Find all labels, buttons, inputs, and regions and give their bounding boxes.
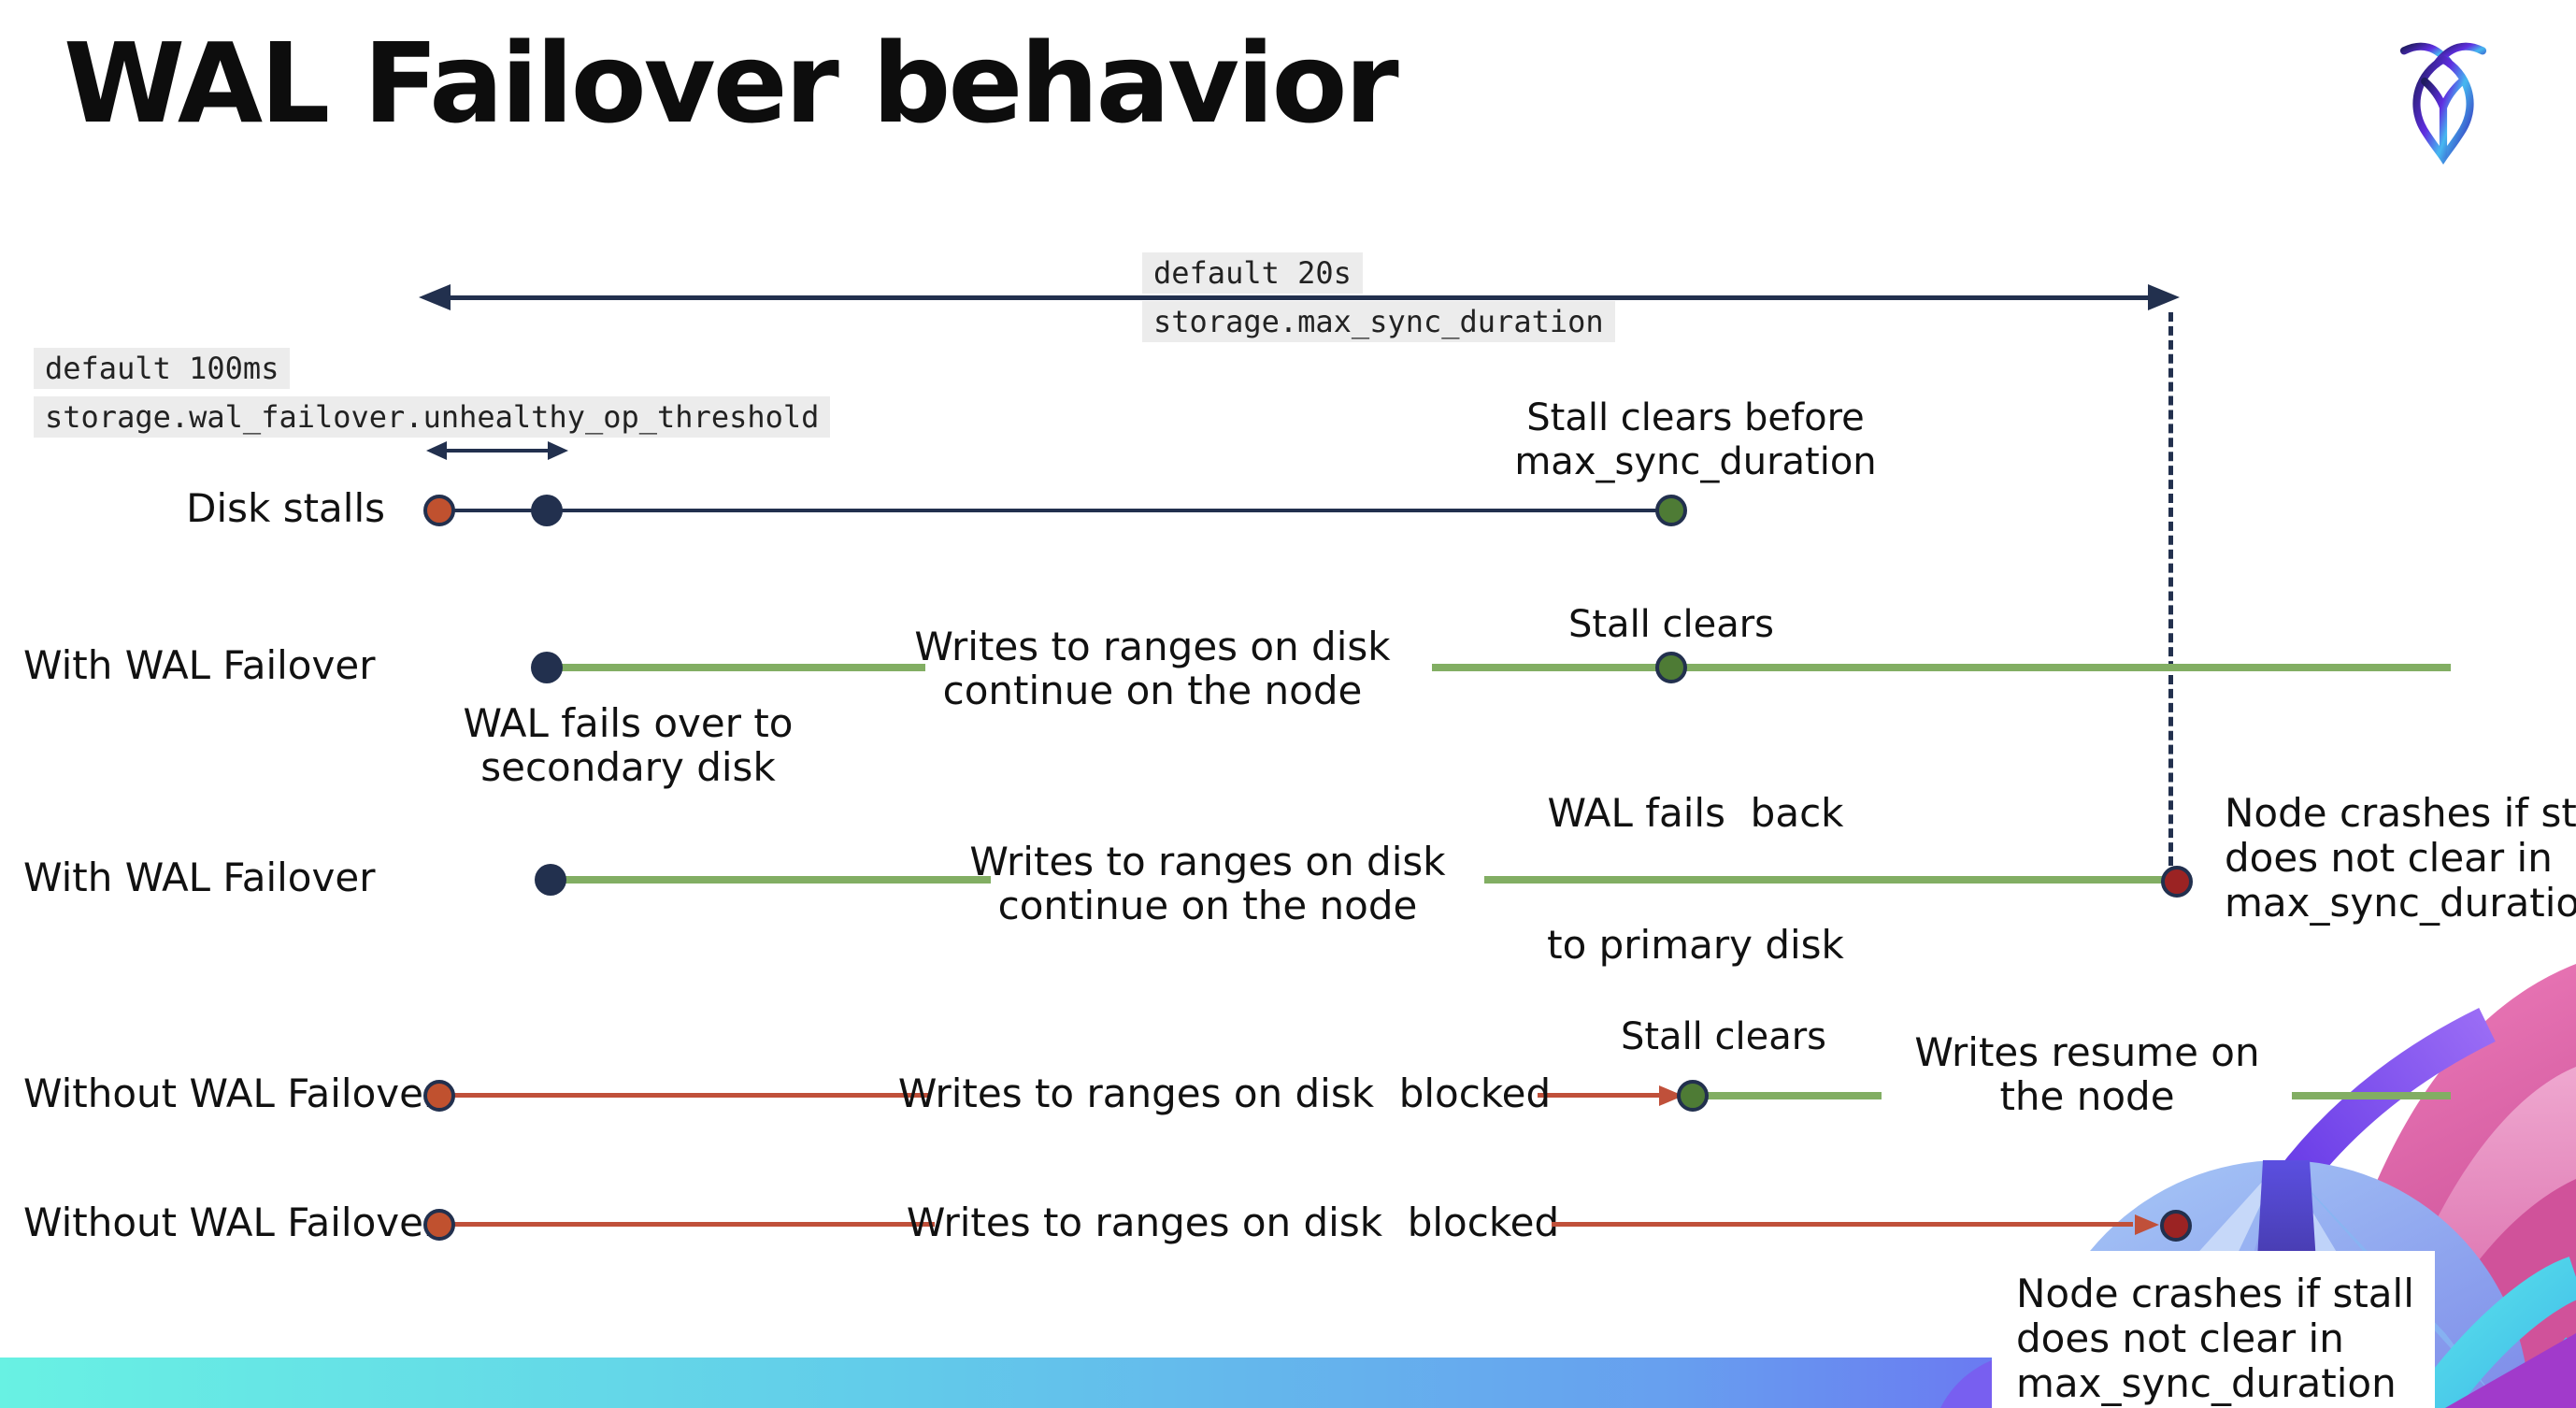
stall-start-dot-row4 <box>423 1080 455 1112</box>
row5-red-segment-2 <box>1552 1222 2133 1227</box>
row-label-with-wal-failover-2: With WAL Failover <box>23 855 376 900</box>
page-title: WAL Failover behavior <box>64 19 1399 148</box>
caption-writes-blocked-row4: Writes to ranges on disk blocked <box>897 1070 1552 1116</box>
caption-node-crashes-row3: Node crashes if stall does not clear in … <box>2225 790 2576 926</box>
failover-dot-row2 <box>531 652 563 683</box>
crash-dot-row5 <box>2160 1210 2192 1242</box>
threshold-arrow-right-head-icon <box>548 441 568 460</box>
stall-clear-dot-row2 <box>1655 652 1687 683</box>
row4-green-segment-1 <box>1708 1092 1882 1099</box>
caption-writes-blocked-row5: Writes to ranges on disk blocked <box>906 1200 1560 1245</box>
row2-green-segment-1 <box>555 664 925 671</box>
row4-red-segment-1 <box>454 1093 930 1098</box>
failover-threshold-dot <box>531 495 563 526</box>
callout-max-sync-default: default 20s <box>1142 252 1363 294</box>
threshold-arrow-left-head-icon <box>426 441 447 460</box>
callout-threshold-default: default 100ms <box>34 348 291 389</box>
disk-stall-start-dot <box>423 495 455 526</box>
row4-red-segment-2 <box>1538 1093 1663 1098</box>
callout-max-sync-setting: storage.max_sync_duration <box>1142 301 1615 342</box>
row-label-disk-stalls: Disk stalls <box>186 485 385 531</box>
stall-start-dot-row5 <box>423 1209 455 1241</box>
crash-dot-row3 <box>2161 866 2193 898</box>
dashed-connector <box>2168 312 2173 866</box>
row5-red-arrow-head-icon <box>2135 1214 2159 1235</box>
caption-writes-resume: Writes resume on the node <box>1914 1029 2260 1119</box>
threshold-arrow-line <box>443 449 548 453</box>
caption-writes-continue-row3: Writes to ranges on disk continue on the… <box>969 839 1446 928</box>
caption-wal-fails-back: WAL fails back to primary disk <box>1547 790 1844 968</box>
caption-stall-clears-row4: Stall clears <box>1620 1015 1827 1058</box>
caption-stall-clears-row2: Stall clears <box>1567 603 1775 646</box>
row5-red-segment-1 <box>454 1222 935 1227</box>
row-label-without-wal-failover-1: Without WAL Failover <box>23 1070 440 1116</box>
caption-wal-fails-over: WAL fails over to secondary disk <box>463 700 794 790</box>
caption-writes-continue-row2: Writes to ranges on disk continue on the… <box>914 624 1391 713</box>
crash-note-box: Node crashes if stall does not clear in … <box>1992 1251 2435 1408</box>
disk-stalls-timeline <box>439 509 1671 512</box>
row2-green-segment-2 <box>1432 664 2451 671</box>
max-sync-arrow-left-head-icon <box>419 284 451 310</box>
row4-green-segment-2 <box>2292 1092 2451 1099</box>
row-label-without-wal-failover-2: Without WAL Failover <box>23 1200 440 1245</box>
stall-clear-dot-row1 <box>1655 495 1687 526</box>
stall-clear-dot-row4 <box>1677 1080 1709 1112</box>
row3-green-segment-2 <box>1484 876 2177 884</box>
max-sync-arrow-right-head-icon <box>2148 284 2180 310</box>
callout-threshold-setting: storage.wal_failover.unhealthy_op_thresh… <box>34 396 831 438</box>
failover-dot-row3 <box>535 864 566 896</box>
cockroachdb-logo-icon <box>2399 42 2487 165</box>
row3-green-segment-1 <box>559 876 991 884</box>
max-sync-arrow-line <box>449 295 2150 300</box>
caption-stall-clears-before: Stall clears before max_sync_duration <box>1514 396 1877 483</box>
row-label-with-wal-failover-1: With WAL Failover <box>23 642 376 688</box>
